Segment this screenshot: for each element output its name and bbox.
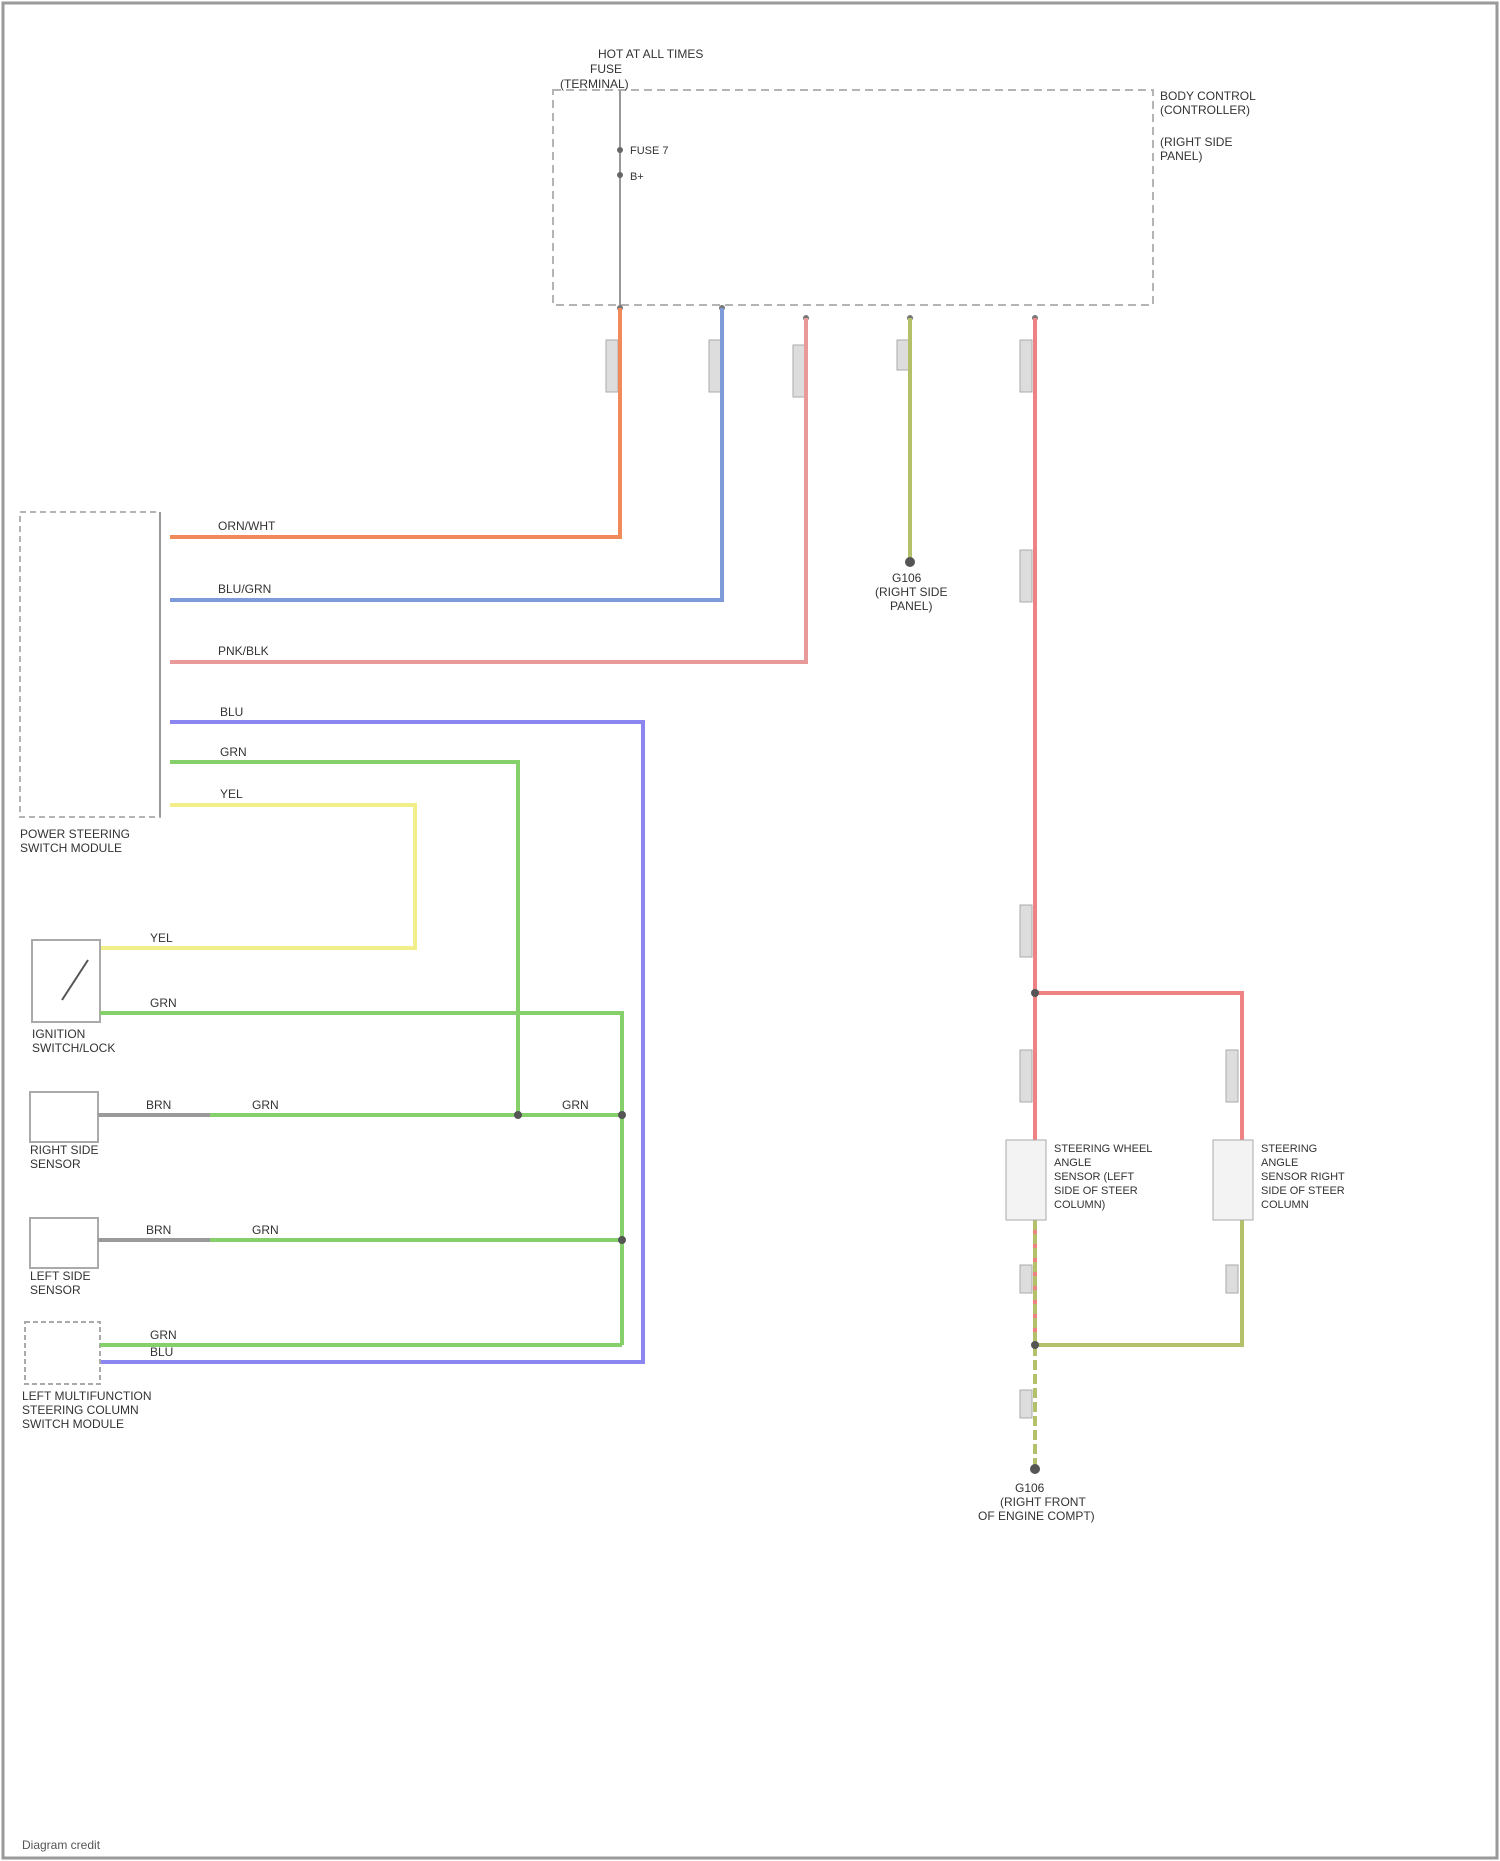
coil-right-label-1: STEERING	[1261, 1143, 1317, 1155]
ignition-contact	[62, 960, 88, 1000]
coil-left	[1006, 1140, 1046, 1220]
green-splice-1	[514, 1111, 522, 1119]
right-sensor-label-1: RIGHT SIDE	[30, 1143, 98, 1157]
wire-gray-right-label: BRN	[146, 1098, 171, 1112]
wire-blue	[170, 308, 722, 600]
wire-violet-label: BLU	[220, 705, 243, 719]
coil-left-label-5: COLUMN)	[1054, 1199, 1105, 1211]
controller-box	[553, 90, 1153, 305]
column-module-label-3: SWITCH MODULE	[22, 1417, 124, 1431]
wire-green-ignition-label: GRN	[150, 996, 177, 1010]
fuse-pin-label: FUSE 7	[630, 145, 669, 157]
wire-green-left-label: GRN	[252, 1223, 279, 1237]
ground-bottom-label-2: (RIGHT FRONT	[1000, 1495, 1086, 1509]
left-sensor-label-2: SENSOR	[30, 1283, 81, 1297]
wire-gray-left-label: BRN	[146, 1223, 171, 1237]
wire-violet	[100, 722, 643, 1362]
ignition-label-2: SWITCH/LOCK	[32, 1041, 115, 1055]
wire-violet-column-label: BLU	[150, 1345, 173, 1359]
controller-label-1: BODY CONTROL	[1160, 89, 1256, 103]
ground-left-label-1: G106	[892, 571, 922, 585]
left-sensor	[30, 1218, 98, 1268]
coil-right-label-2: ANGLE	[1261, 1157, 1298, 1169]
ground-left-dot	[905, 557, 915, 567]
column-module	[25, 1322, 100, 1384]
controller-label-3: (RIGHT SIDE	[1160, 135, 1232, 149]
wire-green-junction-label: GRN	[562, 1098, 589, 1112]
ground-left-label-3: PANEL)	[890, 599, 932, 613]
fuse-box-label-3: (TERMINAL)	[560, 77, 629, 91]
wire-yellow-ignition-label: YEL	[150, 931, 173, 945]
right-sensor	[30, 1092, 98, 1142]
bplus-pin-label: B+	[630, 171, 644, 183]
column-module-label-2: STEERING COLUMN	[22, 1403, 139, 1417]
wire-blue-label: BLU/GRN	[218, 582, 271, 596]
wire-orange-label: ORN/WHT	[218, 519, 276, 533]
coil-left-label-2: ANGLE	[1054, 1157, 1091, 1169]
page-border	[3, 3, 1497, 1858]
column-module-label-1: LEFT MULTIFUNCTION	[22, 1389, 152, 1403]
wire-green-module-label: GRN	[220, 745, 247, 759]
ground-bottom-dot	[1030, 1464, 1040, 1474]
ground-bottom-label-3: OF ENGINE COMPT)	[978, 1509, 1095, 1523]
module-box	[20, 512, 160, 817]
coil-right-label-3: SENSOR RIGHT	[1261, 1171, 1345, 1183]
ground-left-label-2: (RIGHT SIDE	[875, 585, 947, 599]
coil-left-label-3: SENSOR (LEFT	[1054, 1171, 1134, 1183]
green-splice-2	[618, 1111, 626, 1119]
fuse-box-label-1: HOT AT ALL TIMES	[598, 47, 703, 61]
red-splice	[1031, 989, 1039, 997]
controller-label-2: (CONTROLLER)	[1160, 103, 1250, 117]
wire-green-module	[170, 762, 518, 1115]
bplus-pin-dot	[617, 172, 623, 178]
olive-splice	[1031, 1341, 1039, 1349]
inline-connectors	[606, 340, 1238, 1418]
ignition-label-1: IGNITION	[32, 1027, 85, 1041]
green-splice-3	[618, 1236, 626, 1244]
ignition-switch[interactable]	[32, 940, 100, 1022]
module-label-1: POWER STEERING	[20, 827, 130, 841]
coil-right-label-4: SIDE OF STEER	[1261, 1185, 1345, 1197]
coil-right-label-5: COLUMN	[1261, 1199, 1309, 1211]
wire-red-branch	[1035, 993, 1242, 1160]
wire-green-right-label: GRN	[252, 1098, 279, 1112]
controller-connectors	[617, 305, 1038, 321]
left-sensor-label-1: LEFT SIDE	[30, 1269, 90, 1283]
wire-olive-return	[1035, 1220, 1242, 1345]
ground-bottom-label-1: G106	[1015, 1481, 1045, 1495]
wire-yellow-label: YEL	[220, 787, 243, 801]
coil-right	[1213, 1140, 1253, 1220]
footer-credit: Diagram credit	[22, 1838, 100, 1852]
wire-green-ignition	[100, 1013, 622, 1345]
wire-orange	[170, 308, 620, 537]
controller-label-4: PANEL)	[1160, 149, 1202, 163]
right-sensor-label-2: SENSOR	[30, 1157, 81, 1171]
fuse-pin-dot	[617, 147, 623, 153]
wire-green-column-label: GRN	[150, 1328, 177, 1342]
wire-pink-label: PNK/BLK	[218, 644, 269, 658]
module-label-2: SWITCH MODULE	[20, 841, 122, 855]
wire-yellow	[100, 805, 415, 948]
coil-left-label-1: STEERING WHEEL	[1054, 1143, 1152, 1155]
fuse-box-label-2: FUSE	[590, 62, 622, 76]
coil-left-label-4: SIDE OF STEER	[1054, 1185, 1138, 1197]
